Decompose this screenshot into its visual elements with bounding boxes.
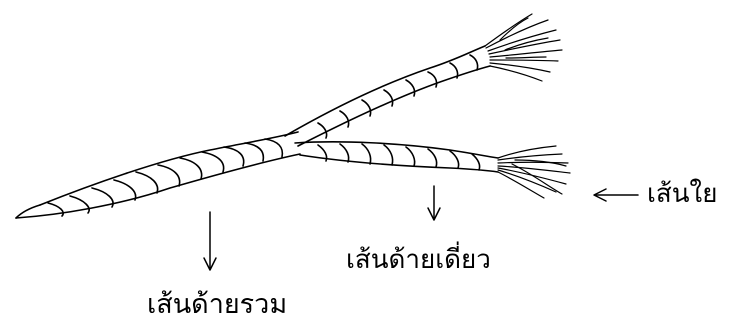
fiber-label: เส้นใย: [647, 181, 717, 207]
plied-yarn-rope: [16, 132, 300, 218]
upper-single-yarn: [285, 14, 562, 146]
arrow-single-yarn: [428, 186, 440, 220]
upper-yarn-twists: [318, 55, 478, 138]
single-yarn-label: เส้นด้ายเดี่ยว: [346, 247, 491, 273]
plied-yarn-twists: [48, 139, 282, 216]
lower-single-yarn: [295, 142, 570, 198]
plied-yarn-label: เส้นด้ายรวม: [147, 291, 287, 318]
upper-fiber-tuft: [485, 14, 562, 81]
lower-fiber-tuft: [498, 146, 570, 198]
arrow-plied-yarn: [204, 212, 216, 270]
arrow-fiber: [594, 189, 638, 201]
